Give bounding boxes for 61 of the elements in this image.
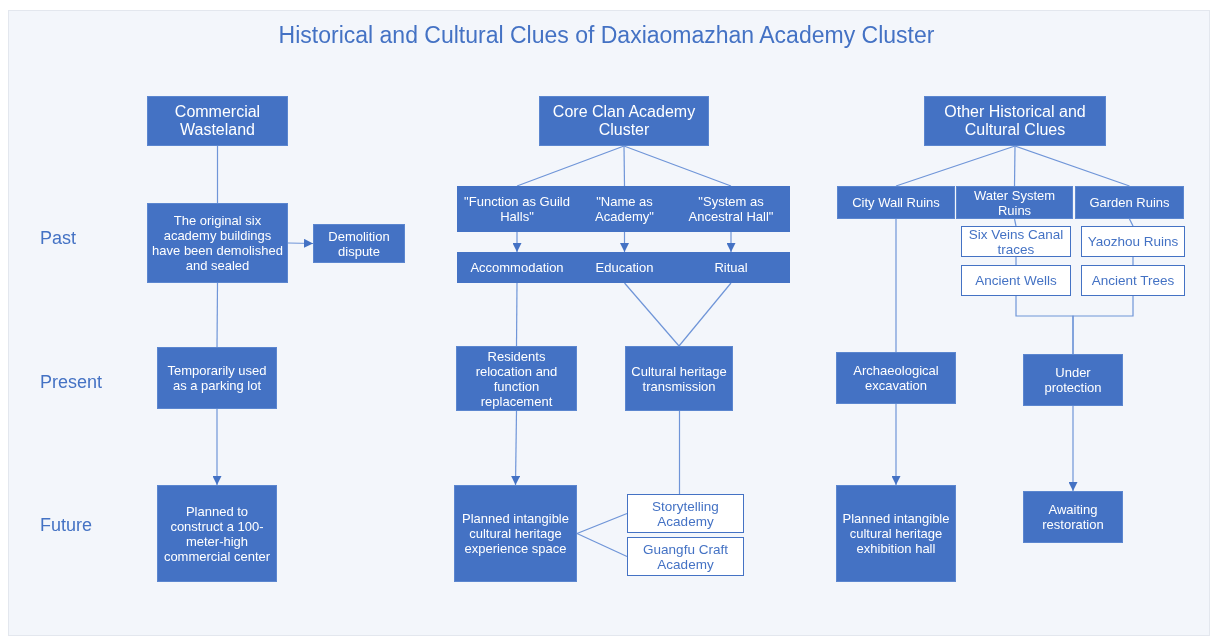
category-box: "Function as Guild Halls"	[457, 186, 577, 232]
connector-line	[216, 145, 219, 204]
process-box: Water System Ruins	[956, 186, 1073, 219]
connector-line	[895, 218, 897, 353]
arrow	[287, 238, 314, 248]
connector-line	[1072, 295, 1134, 355]
connector-line	[895, 145, 1016, 187]
connector-line	[1014, 145, 1131, 187]
process-box: City Wall Ruins	[837, 186, 955, 219]
connector-line	[1015, 256, 1017, 266]
process-box: Archaeological excavation	[836, 352, 956, 404]
arrow	[511, 410, 521, 486]
process-box: Under protection	[1023, 354, 1123, 406]
connector-line	[623, 145, 732, 187]
sub-item-box: Ancient Trees	[1081, 265, 1185, 296]
arrow	[512, 231, 522, 253]
category-box: Ritual	[672, 252, 790, 283]
connector-line	[576, 532, 628, 558]
heading-box: Other Historical and Cultural Clues	[924, 96, 1106, 146]
arrow	[891, 403, 901, 486]
connector-line	[623, 145, 626, 187]
diagram-title: Historical and Cultural Clues of Daxiaomazhan Academy Cluster	[278, 22, 935, 49]
process-box: Temporarily used as a parking lot	[157, 347, 277, 409]
connector-line	[576, 512, 628, 535]
process-box: Demolition dispute	[313, 224, 405, 263]
phase-label: Past	[40, 228, 77, 249]
process-box: The original six academy buildings have been demolished and sealed	[147, 203, 288, 283]
arrow	[1068, 405, 1078, 492]
connector-line	[216, 282, 219, 348]
process-box: Planned intangible cultural heritage exhibition hall	[836, 485, 956, 582]
heading-box: Core Clan Academy Cluster	[539, 96, 709, 146]
connector-line	[1132, 256, 1134, 266]
connector-line	[623, 282, 680, 347]
process-box: Residents relocation and function replacement	[456, 346, 577, 411]
connector-line	[678, 410, 681, 495]
sub-item-box: Guangfu Craft Academy	[627, 537, 744, 576]
sub-item-box: Yaozhou Ruins	[1081, 226, 1185, 257]
arrow	[726, 231, 736, 253]
category-box: "System as Ancestral Hall"	[672, 186, 790, 232]
process-box: Cultural heritage transmission	[625, 346, 733, 411]
connector-line	[515, 282, 518, 347]
category-box: Education	[577, 252, 672, 283]
connector-line	[516, 145, 625, 187]
process-box: Planned to construct a 100-meter-high commercial center	[157, 485, 277, 582]
connector-line	[1013, 218, 1017, 227]
arrow	[212, 408, 222, 486]
connector-line	[1128, 218, 1134, 227]
arrow	[620, 231, 629, 253]
process-box: Garden Ruins	[1075, 186, 1184, 219]
phase-label: Future	[40, 515, 93, 536]
connector-line	[678, 282, 732, 347]
heading-box: Commercial Wasteland	[147, 96, 288, 146]
phase-label: Present	[40, 372, 103, 393]
sub-item-box: Ancient Wells	[961, 265, 1071, 296]
sub-item-box: Storytelling Academy	[627, 494, 744, 533]
category-box: Accommodation	[457, 252, 577, 283]
sub-item-box: Six Veins Canal traces	[961, 226, 1071, 257]
process-box: Awaiting restoration	[1023, 491, 1123, 543]
connector-line	[1013, 145, 1016, 187]
process-box: Planned intangible cultural heritage experience space	[454, 485, 577, 582]
category-box: "Name as Academy"	[577, 186, 672, 232]
